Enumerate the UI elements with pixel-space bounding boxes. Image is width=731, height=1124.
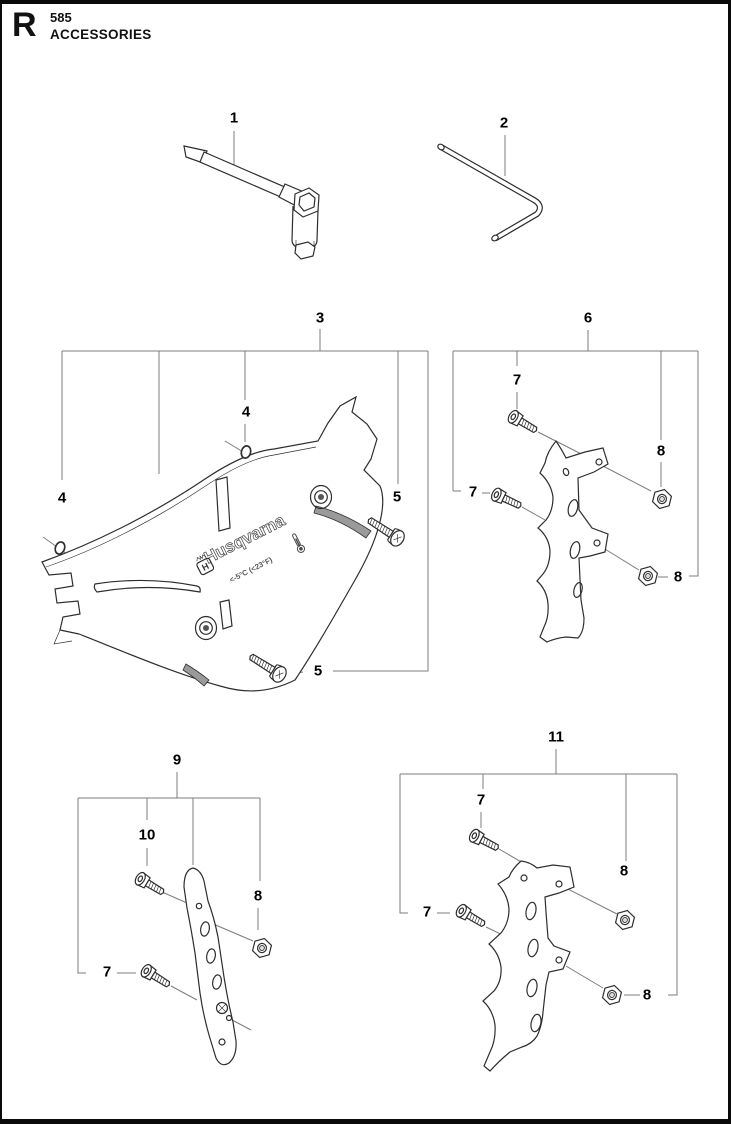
hex-nut [650, 486, 674, 512]
svg-text:H: H [200, 561, 210, 573]
screw-socket [138, 962, 174, 992]
callout-8: 8 [619, 862, 629, 880]
page-title: ACCESSORIES [50, 27, 152, 42]
callout-2: 2 [499, 114, 509, 132]
chain-guard: Husqvarna H <-5°C (<23°F) [41, 395, 408, 692]
callout-8: 8 [642, 986, 652, 1004]
brand-logo: H [196, 554, 215, 576]
callout-1: 1 [229, 109, 239, 127]
callout-10: 10 [138, 826, 156, 844]
callout-8: 8 [656, 442, 666, 460]
callout-8: 8 [253, 887, 263, 905]
callout-6: 6 [583, 309, 593, 327]
screw-socket [466, 827, 502, 855]
callout-5: 5 [313, 662, 323, 680]
callout-3: 3 [315, 309, 325, 327]
screw-socket [489, 486, 525, 513]
callout-8: 8 [673, 568, 683, 586]
section-letter: R [12, 6, 37, 44]
hex-nut [250, 935, 274, 961]
callout-11: 11 [548, 728, 564, 746]
hex-nut [600, 982, 624, 1008]
screw-socket [453, 902, 489, 932]
hex-key [437, 143, 543, 242]
screw-socket [505, 408, 541, 438]
callout-4: 4 [57, 489, 67, 507]
combination-wrench [183, 145, 320, 260]
hex-nut [613, 907, 637, 933]
callout-5: 5 [392, 488, 402, 506]
bumper-spike-6 [489, 408, 674, 643]
support-plate-9 [132, 867, 274, 1066]
callout-7: 7 [102, 963, 112, 981]
model-number: 585 [50, 10, 72, 25]
callout-7: 7 [468, 483, 478, 501]
callout-4: 4 [241, 403, 251, 421]
callout-9: 9 [172, 751, 182, 769]
hex-nut [636, 563, 660, 589]
callout-7: 7 [512, 371, 522, 389]
screw-socket [132, 870, 168, 900]
callout-7: 7 [422, 903, 432, 921]
bumper-spike-11 [453, 827, 637, 1072]
thermometer-icon [292, 533, 306, 553]
callout-7: 7 [476, 791, 486, 809]
